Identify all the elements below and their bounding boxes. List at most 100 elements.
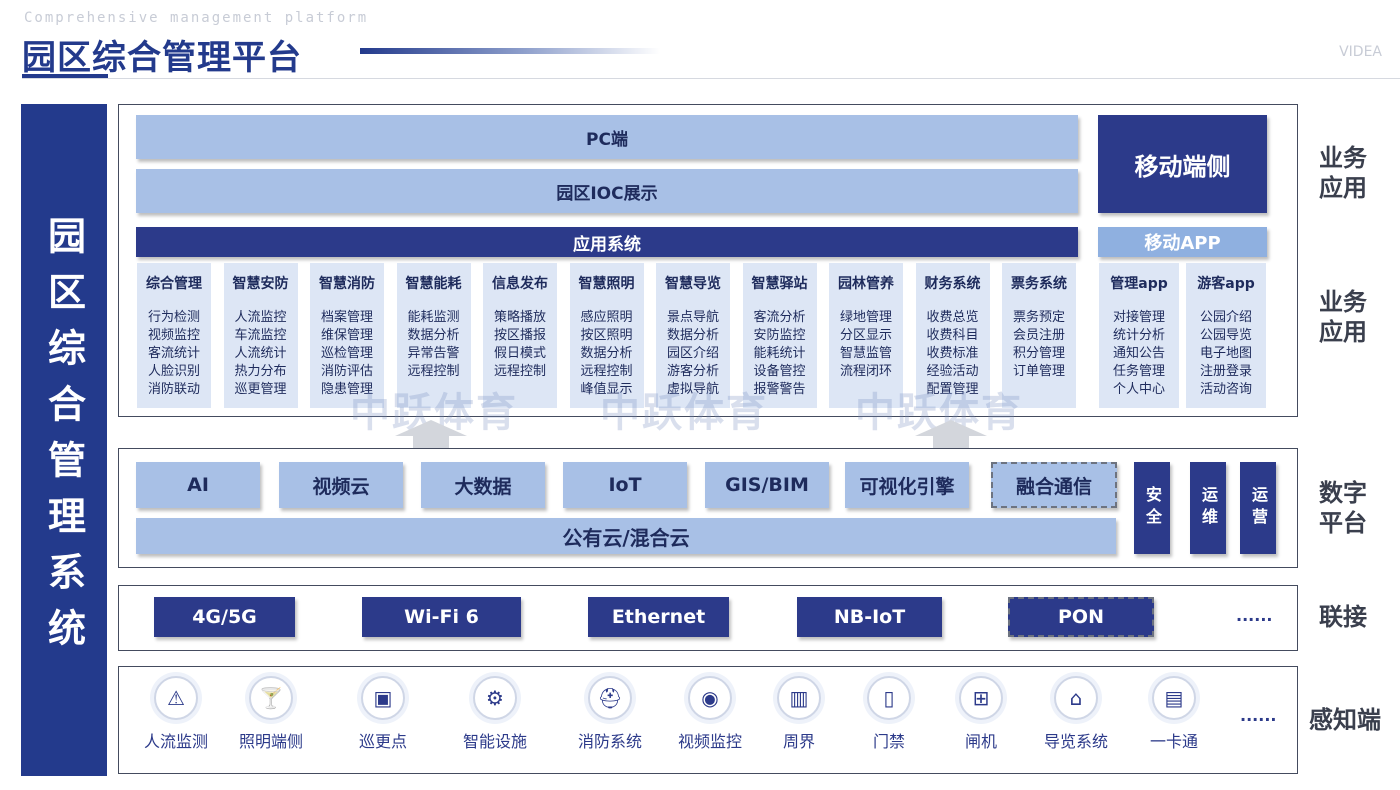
digital-item: 视频云 [279, 462, 403, 508]
app-column-item: 安防监控 [753, 328, 806, 343]
app-column-title: 综合管理 [146, 276, 202, 292]
sensor-item: ▥ 周界 [744, 676, 854, 752]
app-column: 信息发布策略播放按区播报假日模式远程控制 [483, 263, 557, 408]
app-column-title: 智慧导览 [665, 276, 721, 292]
app-column-item: 数据分析 [407, 328, 460, 343]
app-column: 智慧驿站客流分析安防监控能耗统计设备管控报警警告 [742, 263, 817, 408]
app-column-item: 消防联动 [147, 382, 200, 397]
digital-side-item: 运维 [1190, 462, 1226, 554]
app-column-item: 远程控制 [407, 364, 460, 379]
digital-side-item: 安全 [1134, 462, 1170, 554]
digital-item: 大数据 [421, 462, 545, 508]
sensor-label: 周界 [782, 732, 815, 751]
smart-facility-icon: ⚙ [473, 676, 517, 720]
mobile-app-column-item: 电子地图 [1199, 346, 1252, 361]
mobile-app-column-item: 通知公告 [1112, 346, 1165, 361]
app-column-item: 客流分析 [753, 310, 806, 325]
sensor-label: 一卡通 [1149, 732, 1198, 751]
digital-item: GIS/BIM [705, 462, 829, 508]
sensor-item: ▯ 门禁 [834, 676, 944, 752]
card-icon: ▤ [1152, 676, 1196, 720]
title-decor-bar [360, 48, 660, 54]
sensor-item: ▤ 一卡通 [1119, 676, 1229, 752]
arrow-up-left [395, 420, 467, 448]
app-column-item: 智慧监管 [839, 346, 892, 361]
app-column-item: 收费标准 [926, 346, 979, 361]
app-column-item: 巡检管理 [320, 346, 373, 361]
mobile-app-column-item: 公园导览 [1199, 328, 1252, 343]
left-system-bar: 园区综合管理系统 [21, 104, 107, 776]
app-column-title: 智慧安防 [232, 276, 289, 292]
sensor-label: 消防系统 [577, 732, 642, 751]
connect-item: 4G/5G [154, 597, 295, 637]
app-column-item: 能耗统计 [753, 346, 806, 361]
app-column-item: 异常告警 [407, 346, 460, 361]
app-column-item: 能耗监测 [407, 310, 460, 325]
camera-icon: ◉ [688, 676, 732, 720]
label-sense: 感知端 [1309, 706, 1381, 734]
digital-side-text: 运维 [1199, 486, 1218, 530]
app-column-item: 报警警告 [753, 382, 806, 397]
door-icon: ▯ [867, 676, 911, 720]
app-column-item: 维保管理 [320, 328, 373, 343]
header-divider [22, 78, 1400, 79]
sensor-label: 门禁 [872, 732, 905, 751]
app-column-item: 客流统计 [147, 346, 200, 361]
connect-more: ...... [1236, 606, 1273, 625]
app-column-item: 档案管理 [320, 310, 373, 325]
sensor-label: 视频监控 [677, 732, 742, 751]
sensor-item: ⚙智能设施 [440, 676, 550, 752]
app-column-title: 智慧消防 [319, 276, 375, 292]
label-connect: 联接 [1319, 603, 1367, 631]
connect-item: Wi-Fi 6 [362, 597, 521, 637]
label-digital: 数字平台 [1319, 479, 1367, 537]
app-column-item: 经验活动 [926, 364, 979, 379]
digital-item: AI [136, 462, 260, 508]
connect-item: NB-IoT [797, 597, 942, 637]
app-column-item: 远程控制 [580, 364, 633, 379]
mobile-app-column-item: 对接管理 [1112, 310, 1165, 325]
fence-icon: ▥ [777, 676, 821, 720]
app-column: 智慧照明感应照明按区照明数据分析远程控制峰值显示 [569, 263, 644, 408]
app-column-item: 收费总览 [926, 310, 979, 325]
app-column: 财务系统收费总览收费科目收费标准经验活动配置管理 [915, 263, 990, 408]
sensor-label: 导览系统 [1043, 732, 1108, 751]
app-column-item: 积分管理 [1012, 346, 1065, 361]
app-column-item: 巡更管理 [234, 382, 287, 397]
app-column: 智慧消防档案管理维保管理巡检管理消防评估隐患管理 [310, 263, 384, 408]
sensor-item: ◉ 视频监控 [655, 676, 765, 752]
arrow-up-right [915, 420, 987, 448]
app-column-title: 智慧能耗 [405, 276, 462, 292]
mobile-side-block: 移动端侧 [1098, 115, 1267, 213]
app-column-item: 数据分析 [666, 328, 719, 343]
sensor-item: ⌂ 导览系统 [1021, 676, 1131, 752]
digital-side-text: 安全 [1143, 486, 1162, 530]
app-column-item: 隐患管理 [320, 382, 373, 397]
app-column-item: 消防评估 [320, 364, 373, 379]
app-column-title: 信息发布 [492, 276, 548, 292]
app-column: 票务系统票务预定会员注册积分管理订单管理 [1002, 263, 1076, 408]
app-column: 园林管养绿地管理分区显示智慧监管流程闭环 [829, 263, 903, 408]
app-column-item: 分区显示 [839, 328, 892, 343]
brand-mark: VIDEA [1339, 44, 1382, 60]
app-column-item: 园区介绍 [666, 346, 719, 361]
title-underline [22, 74, 108, 78]
app-column-item: 按区照明 [580, 328, 633, 343]
guide-icon: ⌂ [1054, 676, 1098, 720]
label-business-2: 业务应用 [1319, 288, 1367, 346]
page-title: 园区综合管理平台 [22, 38, 302, 78]
digital-side-item: 运营 [1240, 462, 1276, 554]
app-column-item: 票务预定 [1012, 310, 1065, 325]
gate-icon: ⊞ [959, 676, 1003, 720]
sense-more: ...... [1240, 706, 1277, 725]
pc-bar: PC端 [136, 115, 1078, 159]
sensor-label: 闸机 [964, 732, 997, 751]
app-column-item: 峰值显示 [580, 382, 633, 397]
app-column-item: 策略播放 [493, 310, 546, 325]
sensor-label: 人流监测 [143, 732, 208, 751]
sensor-item: ⛑消防系统 [555, 676, 665, 752]
app-column-item: 设备管控 [753, 364, 806, 379]
patrol-point-icon: ▣ [361, 676, 405, 720]
digital-item: 可视化引擎 [845, 462, 969, 508]
